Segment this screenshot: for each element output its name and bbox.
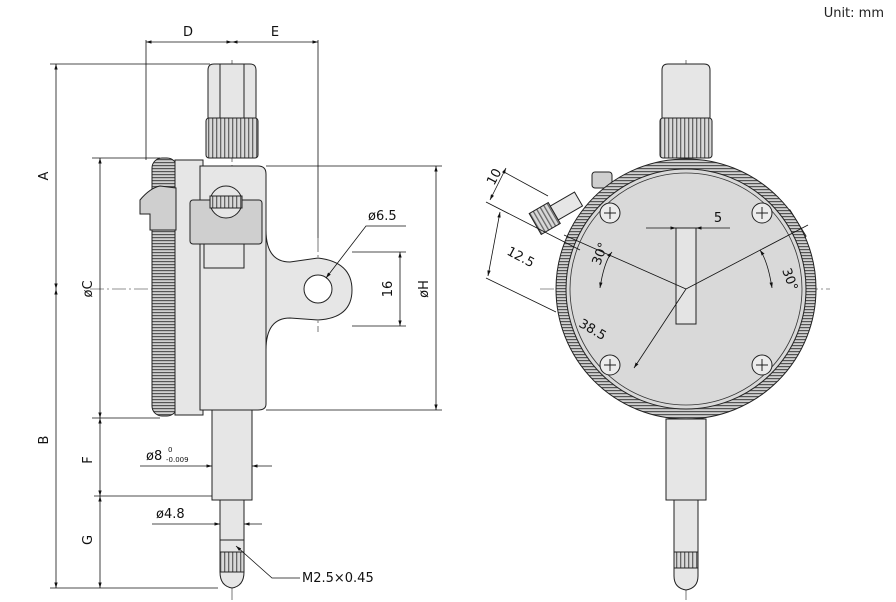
cap-knurl-shape [205,117,259,159]
dim-12-5-label: 12.5 [504,244,537,271]
side-view: D E A B øC F G øH 16 ø6.5 ø8 [37,25,442,600]
stem-cap-shape [207,63,257,119]
dim-g-label: G [81,535,96,545]
front-screw-tr [751,202,773,224]
dim-12-5-line [487,211,501,277]
unit-note: Unit: mm [823,6,884,21]
dim-b-label: B [37,436,52,445]
angle-left-line [563,234,687,290]
bezel-ring-shape [174,159,204,416]
dim-thread-leader [235,545,300,579]
front-screw-tl [599,202,621,224]
dim-16-label: 16 [381,281,396,298]
dim-d-label: D [183,25,193,40]
angle-right-label: 30° [778,266,800,293]
dim-stem-tol-bottom: -0.009 [166,456,189,464]
dim-c-label: øC [81,280,96,297]
angle-left-label: 30° [590,241,612,268]
dim-10-line [489,167,507,201]
dim-5-label: 5 [714,211,722,226]
lock-bracket-lower-shape [203,243,245,269]
dim-thread-label: M2.5×0.45 [302,571,374,586]
lower-stem-shape [211,409,253,501]
dim-e-label: E [271,25,279,40]
front-screw-br [751,354,773,376]
dim-stem-label: ø8 [146,449,162,464]
dim-h-label: øH [417,280,432,298]
angle-right-line [685,224,809,290]
front-view: 5 30° 30° 38.5 10 12.5 [484,60,830,600]
spindle-shape [219,499,245,541]
dim-hole-leader [325,225,406,279]
front-lock-screw [528,191,584,236]
front-cap-shape [661,63,711,119]
dim-10-label: 10 [484,166,505,188]
front-lower-stem-shape [665,418,707,501]
bezel-clip-shape [139,185,177,231]
front-screw-bl [599,354,621,376]
dim-spindle-label: ø4.8 [156,507,185,522]
lug-hole-shape [303,274,333,304]
dim-a-label: A [37,171,52,180]
dim-hole-label: ø6.5 [368,209,397,224]
dim-stem-tol-top: 0 [168,446,172,454]
dim-f-label: F [81,456,96,463]
dim-38-5-line [633,288,687,369]
front-center-window-shape [675,227,697,325]
